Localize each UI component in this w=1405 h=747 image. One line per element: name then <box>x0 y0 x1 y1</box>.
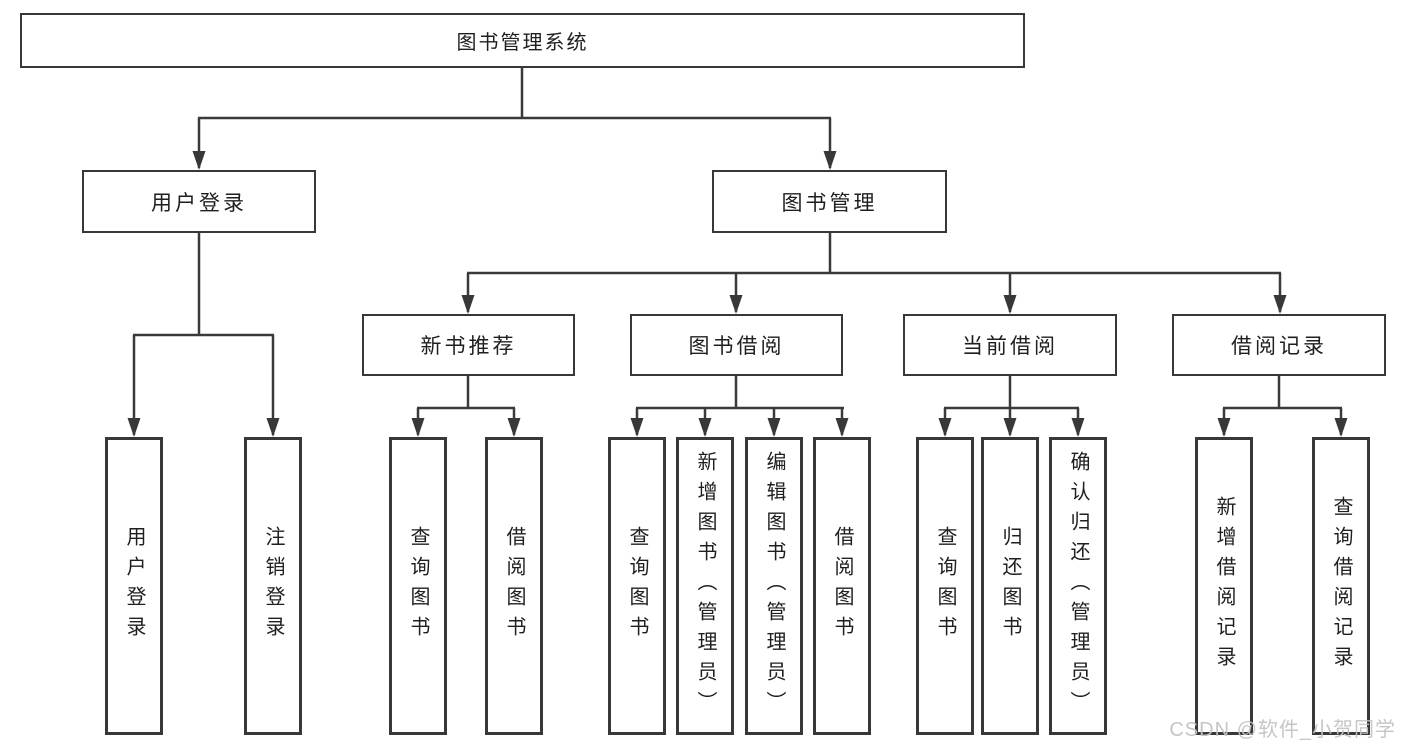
leaf-add-borrow-record: 新增借阅记录 <box>1195 437 1253 735</box>
leaf-query-books-borrowing: 查询图书 <box>608 437 666 735</box>
watermark: CSDN @软件_小贺同学 <box>1169 719 1396 741</box>
node-library-management-system: 图书管理系统 <box>20 13 1025 68</box>
leaf-query-borrow-record: 查询借阅记录 <box>1312 437 1370 735</box>
leaf-query-books-current: 查询图书 <box>916 437 974 735</box>
node-book-management: 图书管理 <box>712 170 947 233</box>
leaf-logout: 注销登录 <box>244 437 302 735</box>
node-book-borrowing: 图书借阅 <box>630 314 843 376</box>
leaf-borrow-books-recommend: 借阅图书 <box>485 437 543 735</box>
leaf-query-books-recommend: 查询图书 <box>389 437 447 735</box>
leaf-return-books: 归还图书 <box>981 437 1039 735</box>
node-new-book-recommend: 新书推荐 <box>362 314 575 376</box>
leaf-borrow-books-borrowing: 借阅图书 <box>813 437 871 735</box>
leaf-user-login: 用户登录 <box>105 437 163 735</box>
node-current-borrowing: 当前借阅 <box>903 314 1117 376</box>
node-user-login: 用户登录 <box>82 170 316 233</box>
leaf-confirm-return-admin: 确认归还（管理员） <box>1049 437 1107 735</box>
leaf-edit-book-admin: 编辑图书（管理员） <box>745 437 803 735</box>
node-borrow-records: 借阅记录 <box>1172 314 1386 376</box>
leaf-add-book-admin: 新增图书（管理员） <box>676 437 734 735</box>
